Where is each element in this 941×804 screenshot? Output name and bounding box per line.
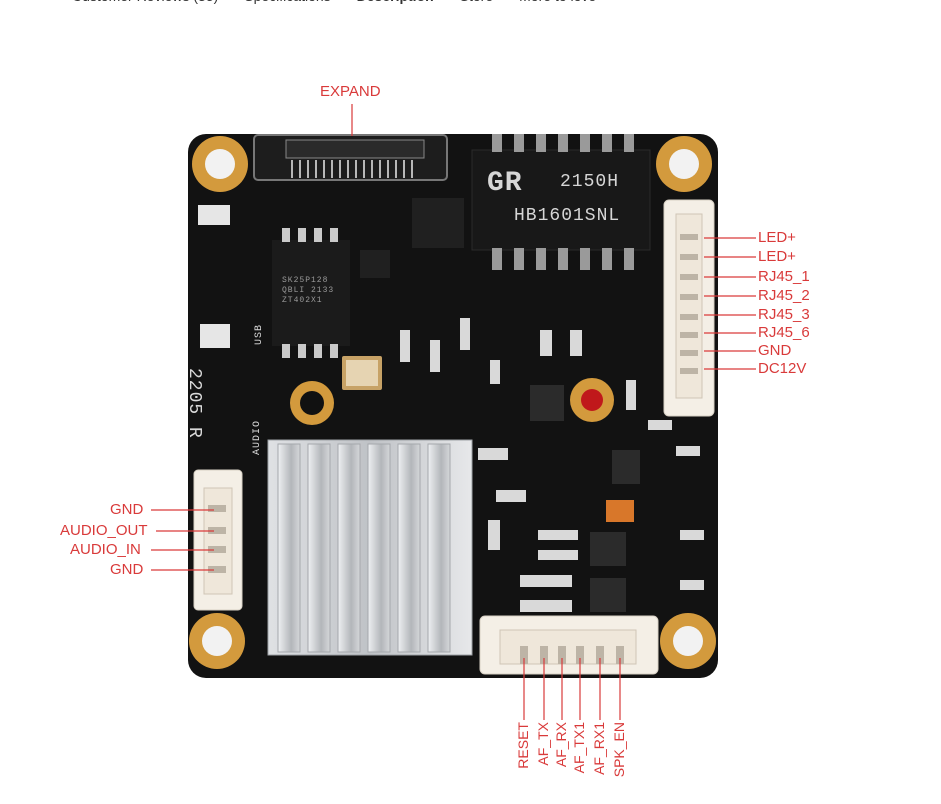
bottom-label-af-rx: AF_RX: [553, 722, 569, 768]
expand-label: EXPAND: [320, 83, 381, 100]
usb-silkscreen-label: USB: [254, 323, 265, 345]
expand-connector: [253, 134, 448, 181]
ethernet-transformer: [471, 134, 651, 270]
bottom-label-spk-en: SPK_EN: [611, 722, 627, 778]
left-label-gnd-bottom: GND: [110, 561, 144, 578]
audio-connector: [193, 469, 243, 611]
right-label-led-plus-1: LED+: [758, 229, 796, 246]
flash-chip-line-1: SK25P128: [282, 276, 329, 285]
left-label-audio-out: AUDIO_OUT: [60, 522, 148, 539]
transformer-line-1: 2150H: [560, 172, 620, 192]
leader-lines: [151, 104, 756, 720]
flash-chip: [272, 228, 350, 358]
tab-reviews[interactable]: Customer Reviews (35): [72, 0, 218, 8]
right-label-rj45-1: RJ45_1: [758, 268, 810, 285]
right-label-gnd: GND: [758, 342, 792, 359]
right-label-rj45-2: RJ45_2: [758, 287, 810, 304]
transformer-line-2: HB1601SNL: [514, 206, 621, 226]
right-label-rj45-6: RJ45_6: [758, 324, 810, 341]
power-ethernet-connector: [663, 199, 715, 417]
control-connector: [479, 615, 659, 675]
product-tabs: Customer Reviews (35) Specifications Des…: [72, 0, 596, 8]
bottom-label-reset: RESET: [515, 722, 531, 769]
right-label-led-plus-2: LED+: [758, 248, 796, 265]
board-model-text: 2205 R: [184, 368, 204, 439]
transformer-logo: GR: [487, 168, 523, 199]
bottom-label-af-tx1: AF_TX1: [571, 722, 587, 774]
smd-components: [198, 198, 704, 612]
right-label-dc12v: DC12V: [758, 360, 807, 377]
bottom-label-af-rx1: AF_RX1: [591, 722, 607, 775]
audio-silkscreen-label: AUDIO: [252, 419, 263, 455]
flash-chip-line-2: QBLI 2133: [282, 286, 335, 295]
mounting-holes: [189, 136, 716, 669]
flash-chip-line-3: ZT402X1: [282, 296, 323, 305]
tab-specifications[interactable]: Specifications: [244, 0, 330, 8]
right-label-rj45-3: RJ45_3: [758, 306, 810, 323]
left-label-gnd-top: GND: [110, 501, 144, 518]
tab-more-to-love[interactable]: More to love: [519, 0, 596, 8]
heatsink: [267, 439, 473, 656]
tab-description[interactable]: Description: [357, 0, 434, 8]
left-label-audio-in: AUDIO_IN: [70, 541, 141, 558]
bottom-label-af-tx: AF_TX: [535, 722, 551, 766]
tab-store[interactable]: Store: [460, 0, 493, 8]
